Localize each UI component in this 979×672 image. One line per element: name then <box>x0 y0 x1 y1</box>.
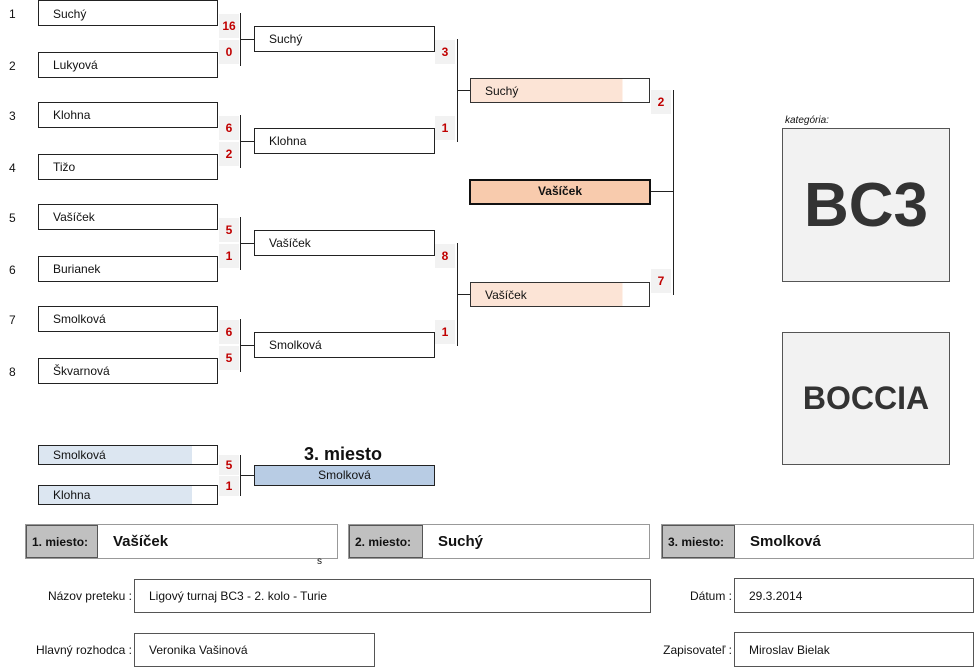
second-place-label: 2. miesto: <box>349 525 423 558</box>
first-place-label: 1. miesto: <box>26 525 98 558</box>
seed-7: 7 <box>9 313 16 327</box>
third-place-label: 3. miesto: <box>662 525 735 558</box>
round2-player-3: Vašíček <box>254 230 435 256</box>
third-place-player-1: Smolková <box>38 445 218 465</box>
seed-8: 8 <box>9 365 16 379</box>
referee-field: Veronika Vašinová <box>134 633 375 667</box>
round2-player-1: Suchý <box>254 26 435 52</box>
round1-score-5: 5 <box>219 218 239 242</box>
sport-name: BOCCIA <box>782 332 950 465</box>
round1-player-3: Klohna <box>38 102 218 128</box>
seed-4: 4 <box>9 161 16 175</box>
date-field: 29.3.2014 <box>734 578 974 613</box>
category-label: kategória: <box>785 115 829 126</box>
round1-score-4: 2 <box>219 142 239 166</box>
round2-score-3: 8 <box>435 244 455 268</box>
round2-score-2: 1 <box>435 116 455 140</box>
second-place-name: Suchý <box>438 533 484 550</box>
semi-score-2: 7 <box>651 269 671 293</box>
connector <box>240 243 255 244</box>
referee-label: Hlavný rozhodca : <box>35 643 132 657</box>
round1-score-3: 6 <box>219 116 239 140</box>
round1-player-2: Lukyová <box>38 52 218 78</box>
round1-player-4: Tižo <box>38 154 218 180</box>
semi-player-1: Suchý <box>470 78 650 103</box>
seed-5: 5 <box>9 211 16 225</box>
round1-score-7: 6 <box>219 320 239 344</box>
connector <box>240 475 255 476</box>
date-label: Dátum : <box>689 589 732 603</box>
final-winner: Vašíček <box>469 179 651 205</box>
third-place-player-2: Klohna <box>38 485 218 505</box>
round2-score-4: 1 <box>435 320 455 344</box>
third-place-score-2: 1 <box>219 476 239 496</box>
round1-score-1: 16 <box>219 14 239 38</box>
round1-player-8: Škvarnová <box>38 358 218 384</box>
round1-score-8: 5 <box>219 346 239 370</box>
third-place-row: 3. miesto: Smolková <box>661 524 974 559</box>
recorder-field: Miroslav Bielak <box>734 632 974 667</box>
third-place-name: Smolková <box>750 533 821 550</box>
round1-player-5: Vašíček <box>38 204 218 230</box>
seed-1: 1 <box>9 7 16 21</box>
category-value: BC3 <box>782 128 950 282</box>
connector <box>240 345 255 346</box>
round2-score-1: 3 <box>435 40 455 64</box>
round1-score-6: 1 <box>219 244 239 268</box>
connector <box>651 191 674 192</box>
round2-player-4: Smolková <box>254 332 435 358</box>
first-place-row: 1. miesto: Vašíček <box>25 524 338 559</box>
round1-player-7: Smolková <box>38 306 218 332</box>
round1-player-1: Suchý <box>38 0 218 26</box>
round1-player-6: Burianek <box>38 256 218 282</box>
connector <box>673 90 674 295</box>
race-name-field: Ligový turnaj BC3 - 2. kolo - Turie <box>134 579 651 613</box>
third-place-winner: Smolková <box>254 465 435 486</box>
stray-mark: s <box>317 556 322 567</box>
semi-score-1: 2 <box>651 90 671 114</box>
semi-player-2: Vašíček <box>470 282 650 307</box>
connector <box>240 39 255 40</box>
round1-score-2: 0 <box>219 40 239 64</box>
third-place-title: 3. miesto <box>304 444 383 464</box>
seed-3: 3 <box>9 109 16 123</box>
connector <box>457 294 471 295</box>
first-place-name: Vašíček <box>113 533 169 550</box>
third-place-score-1: 5 <box>219 455 239 475</box>
connector <box>457 90 471 91</box>
seed-6: 6 <box>9 263 16 277</box>
recorder-label: Zapisovateľ : <box>663 643 732 657</box>
round2-player-2: Klohna <box>254 128 435 154</box>
second-place-row: 2. miesto: Suchý <box>348 524 650 559</box>
connector <box>240 141 255 142</box>
race-name-label: Názov preteku : <box>47 589 132 603</box>
seed-2: 2 <box>9 59 16 73</box>
